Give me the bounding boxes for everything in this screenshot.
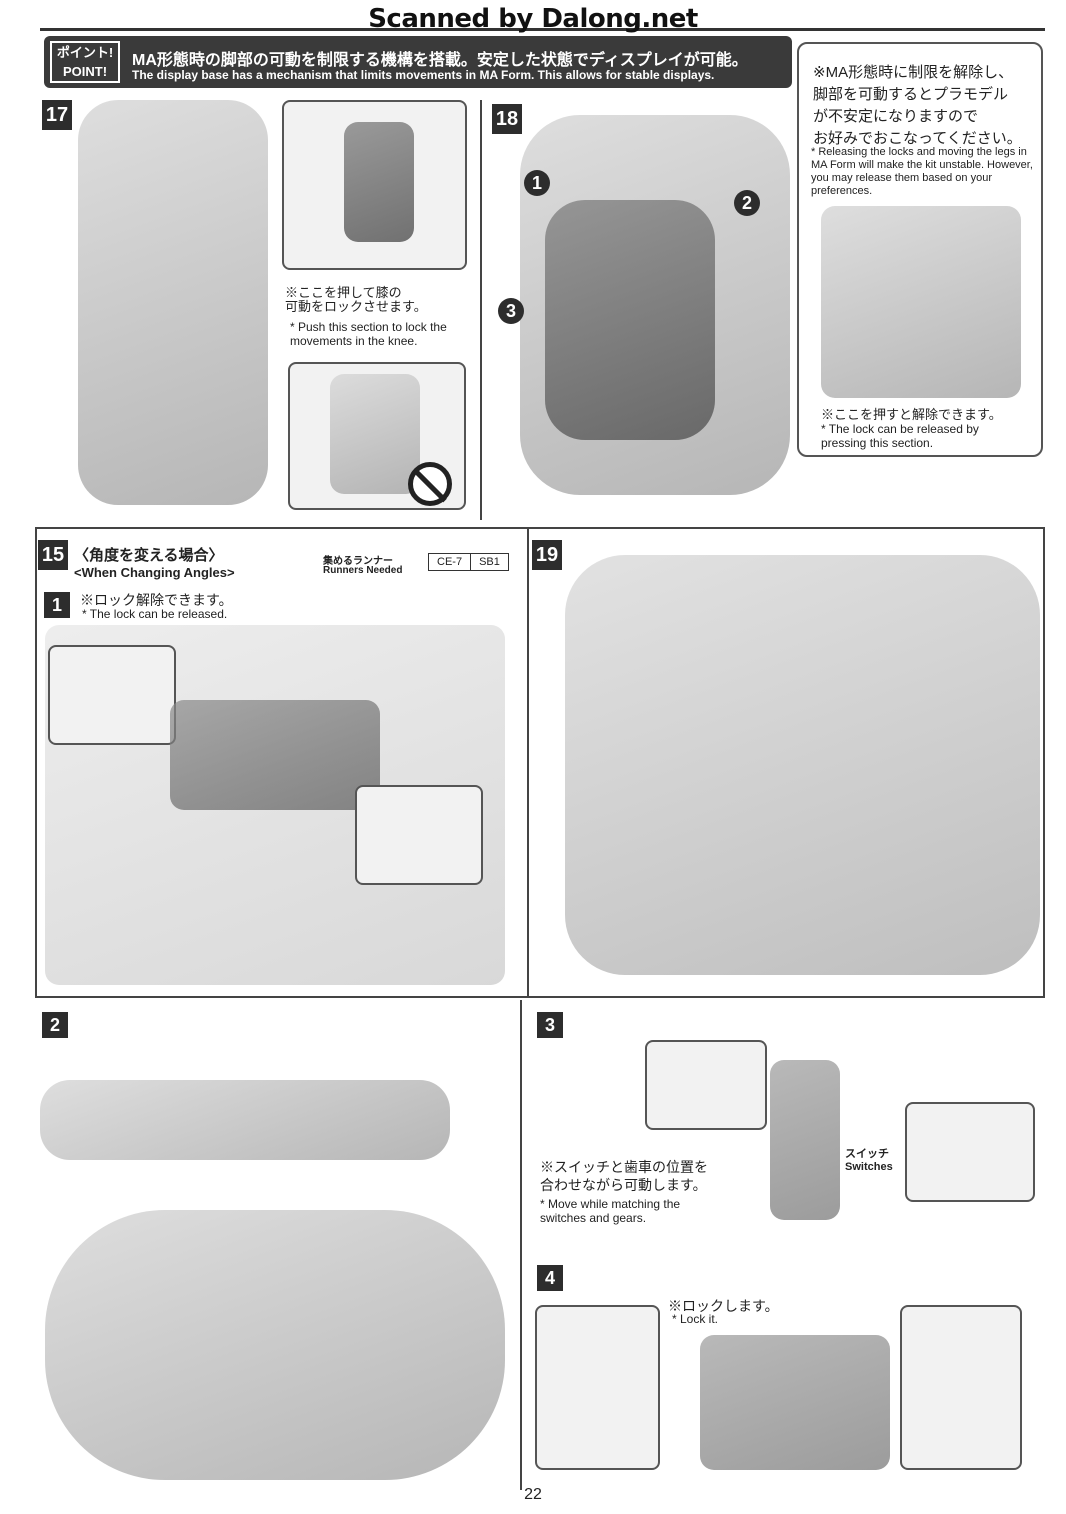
divider [35, 527, 37, 997]
point-badge-en: POINT! [62, 64, 108, 79]
lock-inset-right [355, 785, 483, 885]
leg-illustration-dark [545, 200, 715, 440]
gear-inset-left [645, 1040, 767, 1130]
sub1-en: * The lock can be released. [82, 607, 228, 621]
text-line: スイッチ [845, 1148, 889, 1160]
sub-step-2-number: 2 [42, 1012, 68, 1038]
step-19-number: 19 [532, 540, 562, 570]
lock-inset-right-4 [900, 1305, 1022, 1470]
runners-en: Runners Needed [323, 565, 403, 576]
joint-part-illustration [170, 700, 380, 810]
joint-locked-illustration [700, 1335, 890, 1470]
text-line: * Push this section to lock the [290, 320, 447, 334]
sub-step-3-number: 3 [537, 1012, 563, 1038]
text-line: movements in the knee. [290, 334, 418, 348]
note-en: * Releasing the locks and moving the leg… [811, 146, 1033, 197]
divider [40, 28, 1045, 31]
note-line: pressing this section. [821, 436, 934, 450]
text-line: 合わせながら可動します。 [540, 1177, 707, 1193]
step-15-number: 15 [38, 540, 68, 570]
note-jp: ※MA形態時に制限を解除し、 脚部を可動するとプラモデル が不安定になりますので… [813, 62, 1022, 150]
lock-inset-left [48, 645, 176, 745]
point-text-jp: MA形態時の脚部の可動を制限する機構を搭載。安定した状態でディスプレイが可能。 [132, 52, 748, 69]
marker-1: 1 [524, 170, 550, 196]
runners-jp: 集めるランナー [323, 556, 393, 567]
leg-illustration [78, 100, 268, 505]
page-number: 22 [524, 1486, 542, 1503]
knee-inset-top [282, 100, 467, 270]
watermark: Scanned by Dalong.net [368, 4, 698, 34]
note-line: お好みでおこなってください。 [813, 130, 1022, 147]
step15-title-jp: 〈角度を変える場合〉 [74, 547, 224, 564]
note-line: が不安定になりますので [813, 108, 979, 125]
sub1-jp: ※ロック解除できます。 [80, 592, 233, 608]
text-line: 可動をロックさせます。 [285, 299, 427, 314]
runner-table: CE-7 SB1 [428, 553, 509, 571]
divider [527, 527, 529, 997]
text-line: switches and gears. [540, 1211, 647, 1225]
point-text-en: The display base has a mechanism that li… [132, 68, 715, 82]
sub3-jp: ※スイッチと歯車の位置を合わせながら可動します。 [540, 1158, 708, 1194]
step17-jp: ※ここを押して膝の可動をロックさせます。 [285, 286, 427, 314]
cannon-illustration [40, 1080, 450, 1160]
divider [35, 996, 1045, 998]
marker-2: 2 [734, 190, 760, 216]
lock-inset-left-4 [535, 1305, 660, 1470]
knee-inset-bottom [288, 362, 466, 510]
sub4-en: * Lock it. [672, 1312, 719, 1326]
sub4-jp: ※ロックします。 [668, 1298, 779, 1314]
step15-title-en: <When Changing Angles> [74, 565, 235, 580]
divider [480, 100, 482, 520]
point-banner: ポイント! POINT! MA形態時の脚部の可動を制限する機構を搭載。安定した状態… [44, 36, 792, 88]
note-line: 脚部を可動するとプラモデル [813, 86, 1009, 103]
divider [520, 1000, 522, 1490]
release-note-box: ※MA形態時に制限を解除し、 脚部を可動するとプラモデル が不安定になりますので… [797, 42, 1043, 457]
step-17-number: 17 [42, 100, 72, 130]
sub-step-4-number: 4 [537, 1265, 563, 1291]
runner-sb1: SB1 [479, 556, 500, 568]
text-line: Switches [845, 1161, 893, 1173]
text-line: ※ここを押して膝の [285, 285, 402, 300]
joint-gear-illustration [770, 1060, 840, 1220]
text-line: ※スイッチと歯車の位置を [540, 1159, 708, 1175]
divider [35, 527, 1045, 529]
knee-lock-illustration [821, 206, 1021, 398]
prohibited-icon [408, 462, 452, 506]
step-18-number: 18 [492, 104, 522, 134]
point-badge-jp: ポイント! [56, 45, 114, 60]
ma-form-illustration [565, 555, 1040, 975]
sub-step-1-number: 1 [44, 592, 70, 618]
note-line: * The lock can be released by [821, 422, 979, 436]
note-jp2: ※ここを押すと解除できます。 [821, 407, 1002, 422]
text-line: * Move while matching the [540, 1197, 681, 1211]
note-line: ※MA形態時に制限を解除し、 [813, 64, 1014, 81]
divider [1043, 527, 1045, 997]
gear-inset-right [905, 1102, 1035, 1202]
marker-3: 3 [498, 298, 524, 324]
runner-ce7: CE-7 [429, 554, 472, 570]
point-badge: ポイント! POINT! [50, 41, 120, 83]
base-body-illustration [45, 1210, 505, 1480]
